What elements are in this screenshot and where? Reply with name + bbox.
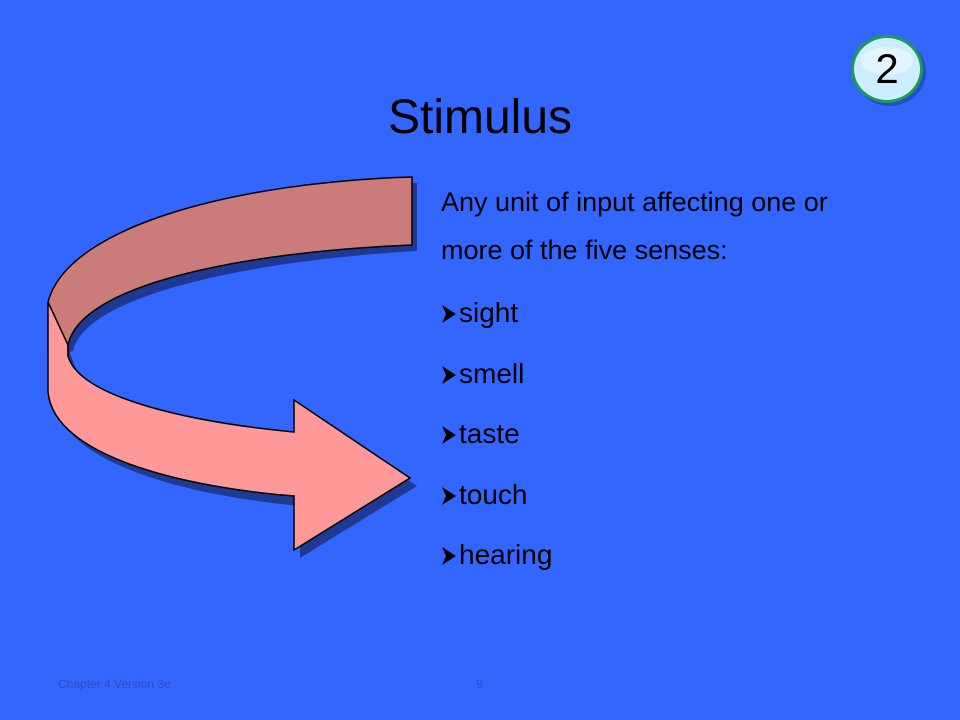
arrow-bullet-icon (442, 486, 456, 505)
sense-label: touch (459, 478, 528, 510)
sense-label: hearing (459, 539, 553, 570)
intro-line-1: Any unit of input affecting one or (441, 187, 828, 217)
footer-chapter: Chapter 4 Version 3e (58, 677, 171, 691)
arrow-bullet-icon (442, 305, 456, 323)
badge-circle-icon (851, 35, 926, 106)
sense-label: smell (459, 357, 525, 389)
intro-line-2: more of the five senses: (441, 235, 728, 265)
curved-arrow-graphic (47, 176, 417, 558)
arrow-bullet-icon (442, 547, 456, 565)
slide-title: Stimulus (387, 91, 573, 144)
arrow-bullet-icon (442, 426, 456, 444)
slide-number: 2 (875, 45, 899, 92)
footer-page-number: 9 (476, 677, 483, 691)
sense-label: taste (459, 418, 520, 449)
sense-label: sight (459, 297, 519, 328)
intro-text: Any unit of input affecting one or more … (441, 178, 941, 274)
slide-number-badge: 2 (849, 33, 929, 107)
arrow-bullet-icon (442, 365, 456, 384)
